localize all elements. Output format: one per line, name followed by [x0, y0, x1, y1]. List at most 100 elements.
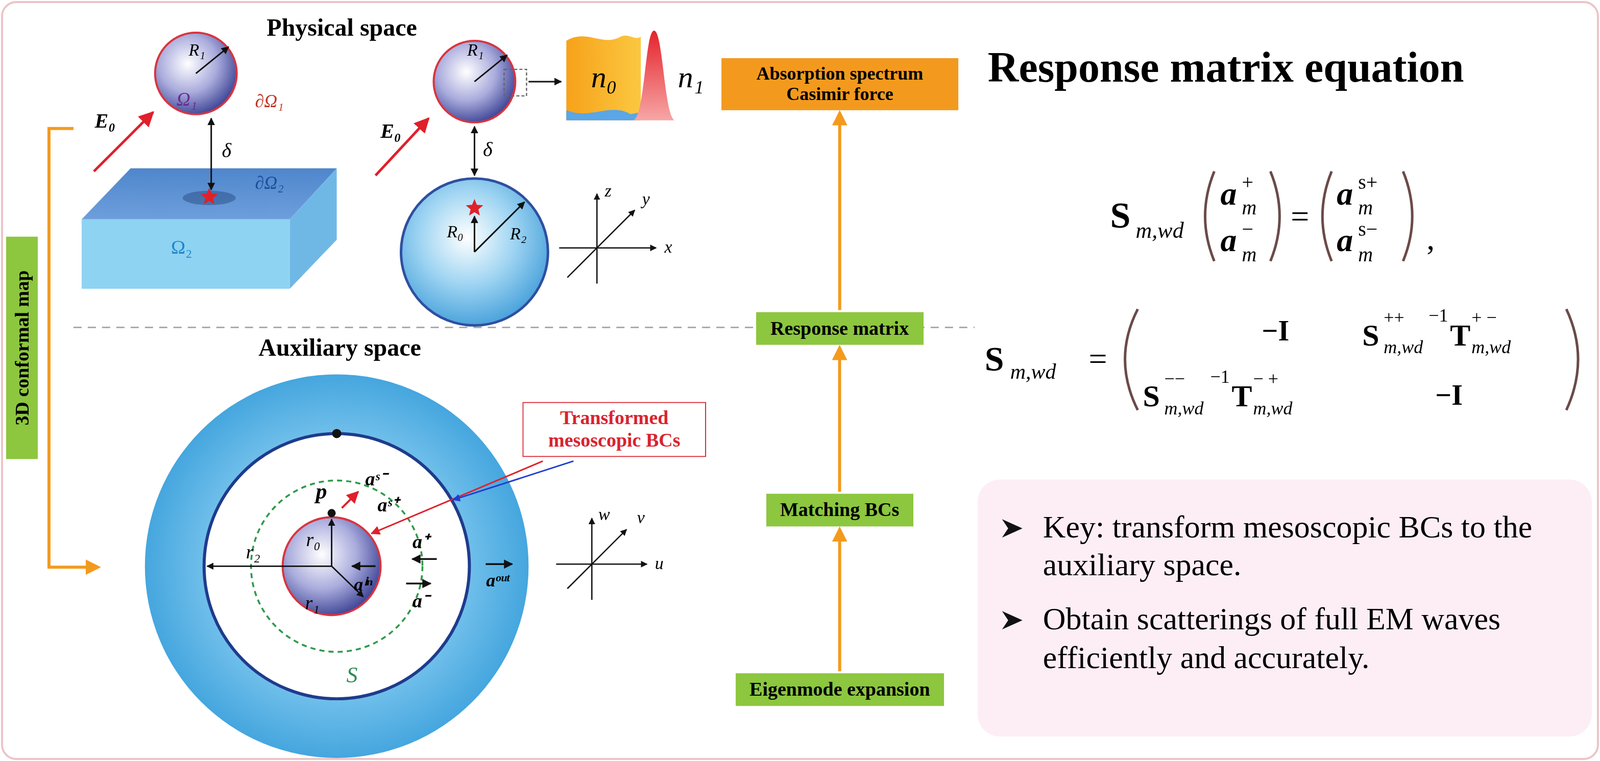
process-box: Response matrix — [756, 312, 924, 346]
equation-symbol: − + — [1252, 369, 1279, 391]
axes — [596, 194, 598, 249]
source-star — [200, 187, 218, 205]
leader-line — [371, 461, 544, 534]
equation-symbol: T — [1449, 318, 1471, 352]
bracket-parens — [1270, 171, 1280, 262]
figure-label: w — [598, 505, 611, 525]
node-text: Key: transform mesoscopic BCs to the aux… — [1043, 507, 1572, 585]
figure-label: v — [637, 508, 645, 528]
bullet-arrow — [1002, 611, 1023, 630]
axes — [559, 194, 657, 284]
callout-box: Transformed mesoscopic BCs — [522, 401, 707, 457]
equation-symbol: m,wd — [1471, 337, 1511, 359]
flow-arrow — [838, 113, 842, 311]
equation-symbol: = — [1088, 341, 1108, 377]
figure-label: Physical space — [266, 14, 417, 42]
sphere — [155, 32, 237, 115]
density-profile — [566, 35, 641, 121]
figure-label: Auxiliary space — [258, 334, 421, 362]
axes — [555, 563, 592, 566]
note-panel: Key: transform mesoscopic BCs to the aux… — [977, 479, 1592, 737]
source-star — [465, 199, 483, 216]
figure-label: aˢ⁺ — [377, 495, 399, 517]
equation-symbol: a — [1336, 176, 1353, 212]
outer-medium — [144, 374, 529, 759]
title: Response matrix equation — [987, 42, 1465, 92]
node-text: Eigenmode expansion — [749, 678, 930, 701]
bracket-parens — [1566, 309, 1579, 411]
equation-symbol: m — [1241, 243, 1257, 266]
sphere — [433, 40, 516, 123]
equation-symbol: + — [1241, 170, 1254, 193]
density-profile — [632, 30, 676, 121]
axes — [591, 529, 627, 565]
bracket-parens — [1125, 309, 1138, 411]
leader-line — [452, 461, 574, 500]
bracket-parens — [1125, 171, 1579, 411]
equation-symbol: m,wd — [1010, 360, 1057, 384]
figure-label: Ω₂ — [171, 237, 192, 259]
equation-symbol: m — [1241, 196, 1257, 219]
figure-label: S — [346, 663, 358, 688]
bracket-parens — [1322, 171, 1332, 262]
boundary-circle — [204, 433, 470, 699]
wave-arrows — [352, 565, 376, 568]
figure-label: ∂Ω₂ — [255, 173, 284, 195]
figure-label: aˢ⁻ — [365, 469, 386, 491]
gap-arrow — [473, 126, 476, 176]
equation-symbol: −I — [1435, 380, 1463, 412]
zoom-box — [503, 69, 527, 96]
vertical-label-box: 3D conformal map — [6, 236, 38, 460]
node-text: Absorption spectrum Casimir force — [737, 62, 942, 106]
wave-arrows — [485, 563, 513, 566]
process-box: Matching BCs — [765, 493, 914, 527]
equation-symbol: S — [1143, 379, 1160, 414]
bullet-arrow — [1000, 608, 1025, 634]
equation-symbol: s+ — [1358, 170, 1378, 193]
figure-label: z — [604, 182, 612, 202]
figure-label: r₁ — [305, 593, 320, 615]
figure-label: R₁ — [188, 41, 206, 61]
axes — [596, 247, 657, 249]
flow-arrow — [838, 529, 842, 672]
pole-dot — [332, 428, 342, 439]
figure-label: R₁ — [467, 41, 484, 61]
point-dot — [327, 508, 336, 518]
equation-symbol: S — [1110, 196, 1131, 237]
equation-symbol: m,wd — [1252, 399, 1293, 420]
zoom-arrow — [528, 80, 562, 83]
equation-symbol: + − — [1471, 308, 1497, 329]
axes — [591, 518, 593, 565]
figure-label: r₀ — [306, 529, 321, 552]
figure-label: a⁺ — [412, 531, 429, 554]
equation-symbol: ++ — [1383, 308, 1405, 329]
axes — [596, 248, 598, 284]
equation-symbol: , — [1426, 221, 1435, 257]
equation-symbol: m,wd — [1135, 218, 1184, 244]
field-arrow — [375, 118, 429, 176]
node-text: Transformed mesoscopic BCs — [533, 406, 695, 452]
figure-label: aᵒᵘᵗ — [486, 571, 510, 592]
output-box: Absorption spectrum Casimir force — [721, 57, 959, 111]
big-sphere — [400, 178, 548, 326]
figure-label: R₀ — [446, 223, 464, 242]
equation-symbol: S — [984, 340, 1005, 379]
wave-arrow — [342, 491, 359, 508]
equation-symbol: −1 — [1428, 306, 1448, 327]
figure-label: u — [655, 554, 664, 574]
radius-arrows — [330, 519, 333, 567]
axes — [567, 248, 597, 278]
equation-symbol: −− — [1164, 369, 1186, 391]
figure-label: δ — [221, 138, 232, 162]
figure-label: p — [316, 479, 328, 504]
figure-label: Ω₁ — [176, 89, 198, 111]
figure-label: y — [642, 190, 650, 210]
node-text: 3D conformal map — [10, 270, 34, 426]
equation-symbol: m,wd — [1383, 337, 1423, 359]
bracket-parens — [1402, 171, 1413, 262]
wave-arrows — [411, 558, 437, 561]
figure-label: a⁻ — [412, 591, 429, 613]
bullet-arrow — [1000, 516, 1025, 541]
equation-symbol: T — [1231, 379, 1252, 414]
equation-symbol: m — [1358, 243, 1373, 266]
